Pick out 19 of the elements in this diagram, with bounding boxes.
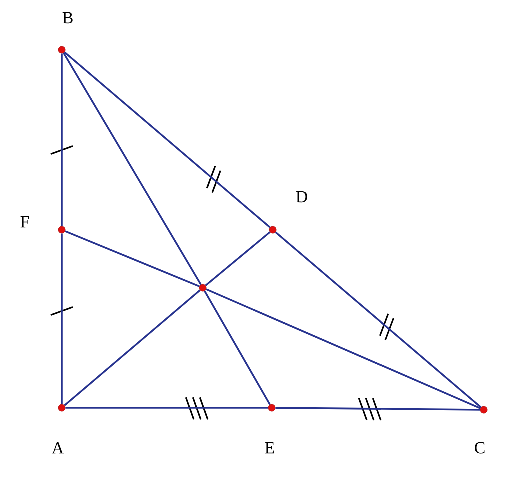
line-segment [276,407,480,411]
line-segment [65,230,200,288]
line-segment [61,54,63,226]
point [199,284,207,292]
point-label: F [20,216,30,228]
line-segment [64,52,271,228]
line-segment [206,288,481,410]
line-segment [66,407,268,409]
point-label: C [475,442,485,454]
point-label: A [52,442,64,454]
point-label: D [296,191,308,203]
line-segment [61,234,63,404]
line-segment [275,232,482,408]
point-label: E [265,442,274,454]
line-segment [204,290,271,406]
point-label: B [62,12,73,24]
line-segment [63,52,202,286]
line-segment [64,290,201,406]
line-segment [205,232,271,286]
